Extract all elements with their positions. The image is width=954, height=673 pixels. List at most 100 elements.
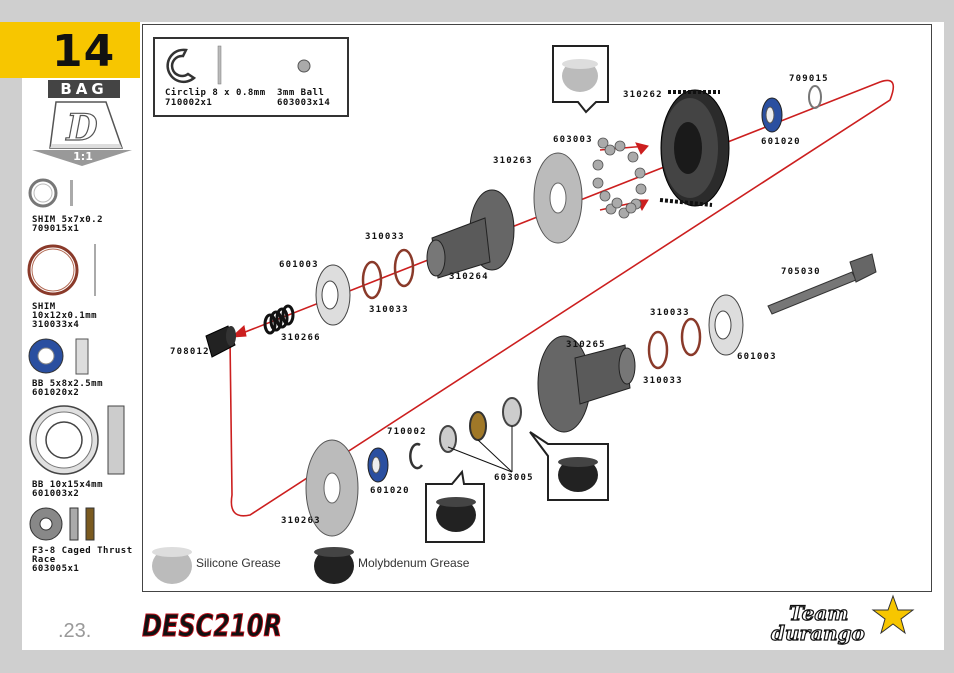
star-icon: [871, 594, 915, 635]
step-banner: [0, 22, 140, 78]
circlip-part: [409, 442, 424, 470]
label-shim-top-right: 709015: [789, 74, 829, 84]
legend-silicone: Silicone Grease: [196, 556, 281, 570]
shim-a: [393, 248, 415, 288]
diagram-frame: [142, 24, 932, 592]
label-bearing-right: 601003: [737, 352, 777, 362]
side-part-5-name1: F3-8 Caged Thrust: [32, 546, 133, 556]
svg-text:durango: durango: [771, 621, 865, 645]
side-part-1: SHIM 5x7x0.2 709015x1: [32, 216, 103, 234]
scale-label: 1:1: [73, 150, 93, 163]
label-spring: 310266: [281, 333, 321, 343]
label-outdrive-top: 310264: [449, 272, 489, 282]
diff-plate-top: [533, 152, 583, 244]
label-gear: 310262: [623, 90, 663, 100]
side-part-2-name1: SHIM: [32, 302, 56, 312]
grease-callout-moly-right: [529, 431, 609, 501]
team-durango-logo: Team durango: [770, 594, 915, 646]
bag-icon: D: [49, 101, 124, 150]
bearing-right: [708, 294, 744, 356]
instruction-page: [22, 22, 944, 650]
label-bearing-top-right: 601020: [761, 137, 801, 147]
label-plate-bottom: 310263: [281, 516, 321, 526]
side-part-3-code: 601020x2: [32, 388, 80, 398]
bearing-left: [315, 264, 351, 326]
side-part-2: SHIM 10x12x0.1mm 310033x4: [32, 303, 97, 330]
side-part-1-name: SHIM 5x7x0.2: [32, 215, 104, 225]
circlip-icon: [166, 48, 197, 84]
side-part-5: F3-8 Caged Thrust Race 603005x1: [32, 547, 133, 574]
label-plate-top: 310263: [493, 156, 533, 166]
side-part-4: BB 10x15x4mm 601003x2: [32, 481, 103, 499]
shim-b: [361, 260, 383, 300]
diff-plate-bottom: [305, 439, 359, 537]
bag-letter: D: [65, 107, 97, 149]
diff-shaft: [767, 253, 877, 315]
ball-icon: [297, 59, 311, 73]
label-bearing-left: 601003: [279, 260, 319, 270]
thrust-pointer-lines: [447, 426, 513, 473]
side-part-3: BB 5x8x2.5mm 601020x2: [32, 380, 103, 398]
thrust-washer-2: [439, 425, 457, 453]
label-balls: 603003: [553, 135, 593, 145]
parts-box-ball-code: 603003x14: [277, 98, 331, 108]
label-shaft: 705030: [781, 267, 821, 277]
label-shim-b: 310033: [369, 305, 409, 315]
label-circlip: 710002: [387, 427, 427, 437]
shim-top-right: [808, 85, 822, 109]
parts-box-circlip: Circlip 8 x 0.8mm 710002x1: [165, 88, 266, 108]
grease-callout-moly-bottom: [425, 469, 485, 543]
side-part-2-code: 310033x4: [32, 320, 80, 330]
parts-box-ball: 3mm Ball 603003x14: [277, 88, 330, 108]
bearing-top-right: [761, 97, 783, 133]
side-part-1-code: 709015x1: [32, 224, 80, 234]
page-number: .23.: [58, 620, 92, 642]
svg-text:DESC210R: DESC210R: [142, 609, 282, 644]
bearing-bottom: [367, 447, 389, 483]
bag-label: BAG: [48, 80, 120, 98]
thrust-race-icon: [29, 507, 95, 541]
side-part-3-name: BB 5x8x2.5mm: [32, 379, 104, 389]
grease-callout-silicone: [552, 45, 609, 114]
label-outdrive-bottom: 310265: [566, 340, 606, 350]
shim-c: [680, 317, 702, 357]
side-part-2-name2: 10x12x0.1mm: [32, 311, 98, 321]
bearing-small-icon: [28, 338, 89, 375]
label-shim-d: 310033: [643, 376, 683, 386]
label-shim-a: 310033: [365, 232, 405, 242]
scale-arrow: [32, 150, 132, 166]
shim-d: [647, 330, 669, 370]
nut: [205, 325, 236, 358]
outdrive-top: [426, 189, 515, 279]
arrow-head-gear1: [635, 142, 649, 155]
side-part-4-code: 601003x2: [32, 489, 80, 499]
shim-large-icon: [27, 244, 96, 296]
outdrive-bottom: [537, 335, 636, 433]
assembly-path-line: [229, 79, 895, 517]
shim-small-icon: [28, 178, 73, 208]
side-part-5-name2: Race: [32, 555, 56, 565]
side-part-5-code: 603005x1: [32, 564, 80, 574]
parts-box-ball-name: 3mm Ball: [277, 88, 325, 98]
label-shim-c: 310033: [650, 308, 690, 318]
parts-box-circlip-code: 710002x1: [165, 98, 213, 108]
label-thrust: 603005: [494, 473, 534, 483]
thrust-cage: [469, 411, 487, 441]
desc210r-logo: DESC210R: [142, 609, 283, 645]
thrust-washer-1: [502, 397, 522, 427]
moly-grease-icon: [314, 547, 354, 584]
svg-text:Team: Team: [789, 601, 848, 625]
silicone-grease-icon: [152, 547, 192, 584]
side-part-4-name: BB 10x15x4mm: [32, 480, 104, 490]
parts-box-icons: [166, 45, 311, 85]
circlip-side-icon: [217, 45, 222, 85]
step-number: 14: [52, 26, 116, 77]
label-nut: 708012: [170, 347, 210, 357]
spring: [263, 304, 295, 335]
legend-moly: Molybdenum Grease: [358, 556, 470, 570]
diff-balls: [592, 137, 647, 219]
spur-gear: [659, 89, 730, 207]
bearing-large-icon: [29, 405, 125, 475]
label-bearing-bottom: 601020: [370, 486, 410, 496]
